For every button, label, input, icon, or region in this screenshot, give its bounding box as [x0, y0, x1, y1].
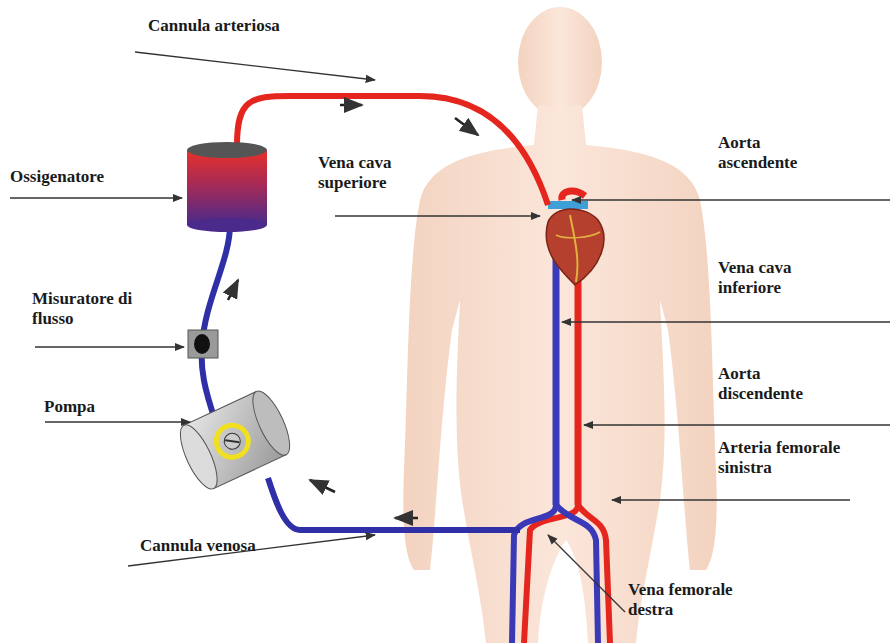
heart: [546, 191, 604, 285]
part-label: Cannula arteriosa: [148, 16, 318, 36]
oxygenator: [187, 142, 267, 232]
body-silhouette: [403, 7, 716, 643]
part-label: Vena cava superiore: [318, 153, 423, 194]
part-label: Misuratore di flusso: [32, 289, 137, 330]
part-label: Aorta ascendente: [718, 133, 828, 174]
pump: [173, 386, 297, 493]
venous-tube: [202, 225, 230, 420]
part-label: Ossigenatore: [10, 167, 130, 187]
part-label: Vena cava inferiore: [718, 258, 828, 299]
part-label: Arteria femorale sinistra: [718, 438, 863, 479]
leader-lines: [10, 52, 890, 612]
part-label: Pompa: [44, 397, 144, 417]
part-label: Aorta discendente: [718, 364, 838, 405]
arterial-tube: [237, 96, 548, 205]
part-label: Vena femorale destra: [628, 580, 763, 621]
venous-tube: [268, 478, 520, 530]
flow-meter: [188, 330, 218, 358]
flow-arrows: [228, 105, 478, 518]
part-label: Cannula venosa: [140, 536, 300, 556]
